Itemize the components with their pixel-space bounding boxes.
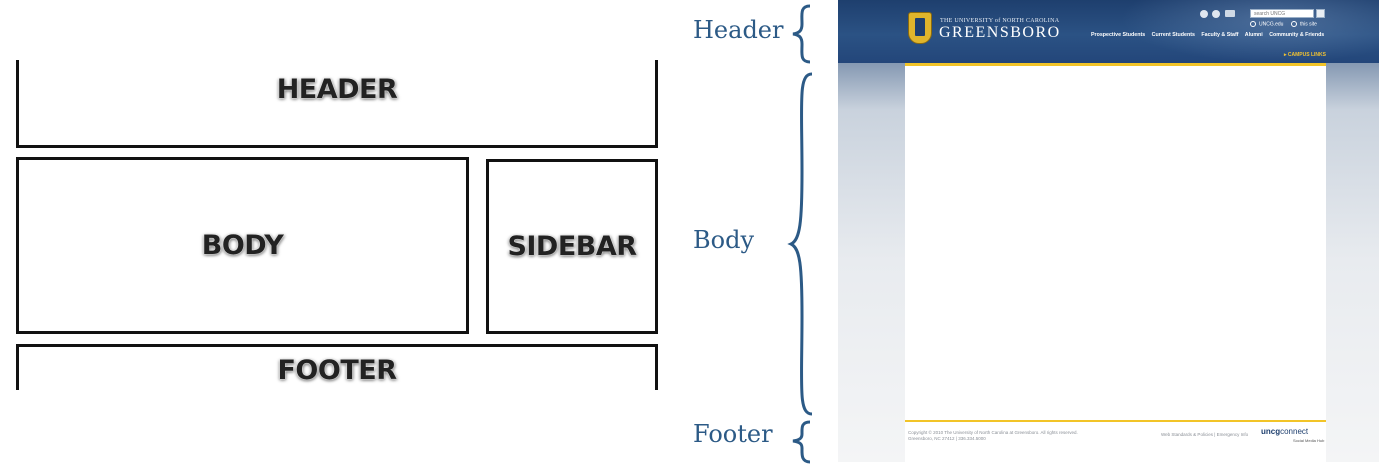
nav-community-friends[interactable]: Community & Friends [1269,32,1325,38]
header-region-label: Header [693,16,784,44]
university-name-small: THE UNIVERSITY of NORTH CAROLINA [940,18,1060,24]
uncg-shield-logo[interactable] [908,12,932,44]
footer-divider [905,420,1326,422]
body-brace [787,72,813,416]
radio-this-site-label: this site [1300,21,1317,28]
wireframe-footer-box: FOOTER [16,344,658,390]
nav-current-students[interactable]: Current Students [1151,32,1195,38]
footer-region-label: Footer [693,420,773,448]
site-body-area [905,63,1326,462]
nav-alumni[interactable]: Alumni [1244,32,1263,38]
wireframe-header-box: HEADER [16,60,658,148]
globe-icon[interactable] [1200,10,1208,18]
wireframe-footer-label: FOOTER [277,355,397,386]
nav-faculty-staff[interactable]: Faculty & Staff [1201,32,1239,38]
radio-uncg-edu-label: UNCG.edu [1259,21,1284,28]
radio-uncg-edu[interactable]: UNCG.edu [1250,21,1283,27]
nav-prospective-students[interactable]: Prospective Students [1091,32,1146,38]
wireframe-sidebar-label: SIDEBAR [507,231,637,262]
connect-brand: uncg [1261,427,1281,436]
search-button[interactable] [1316,9,1325,18]
connect-word: connect [1280,427,1309,436]
footer-links[interactable]: Web Standards & Policies | Emergency Inf… [1161,432,1249,437]
search-input[interactable]: search UNCG [1250,9,1314,18]
footer-brace [792,420,811,464]
wireframe-sidebar-box: SIDEBAR [486,159,658,334]
social-media-hub-label: Social Media Hub [1293,438,1325,443]
website-screenshot: THE UNIVERSITY of NORTH CAROLINA GREENSB… [838,0,1379,462]
wireframe-header-label: HEADER [276,74,398,105]
wireframe-body-label: BODY [201,230,284,261]
copyright-text: Copyright © 2010 The University of North… [908,430,1078,441]
header-brace [792,4,811,64]
campus-links[interactable]: ▸ CAMPUS LINKS [1284,52,1326,58]
main-nav: Prospective Students Current Students Fa… [1091,32,1329,38]
info-icon[interactable] [1212,10,1220,18]
body-region-label: Body [693,226,755,254]
radio-this-site[interactable]: this site [1291,21,1317,27]
uncg-connect-logo[interactable]: uncgconnect [1261,427,1308,436]
wireframe-body-box: BODY [16,157,469,334]
university-name[interactable]: GREENSBORO [939,24,1061,41]
calendar-icon[interactable] [1225,10,1235,17]
